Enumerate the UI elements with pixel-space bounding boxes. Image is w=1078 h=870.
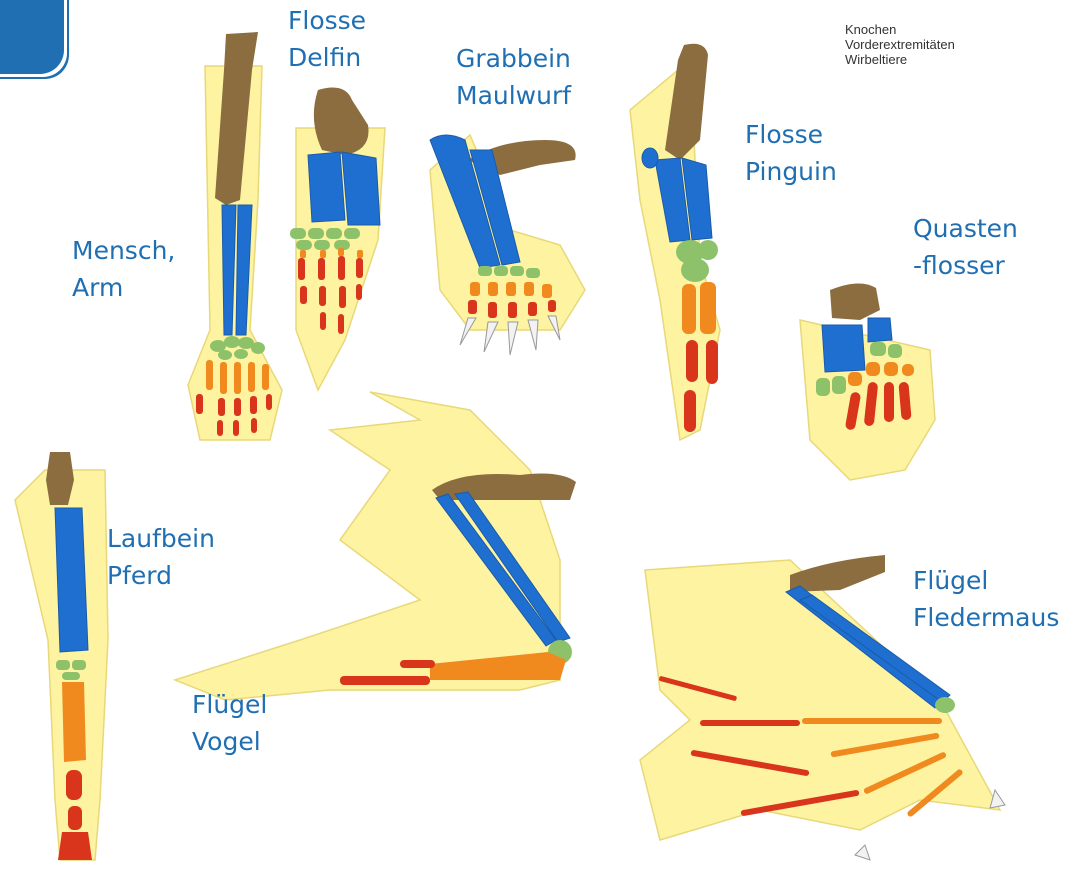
legend-line-3: Wirbeltiere [845,52,955,67]
label-maulwurf-line-1: Grabbein [456,40,571,77]
label-vogel-line-2: Vogel [192,723,267,760]
legend: Knochen Vorderextremitäten Wirbeltiere [845,22,955,67]
horse-leg [15,452,108,860]
label-delfin: Flosse Delfin [288,2,366,76]
legend-line-1: Knochen [845,22,955,37]
label-delfin-line-2: Delfin [288,39,366,76]
label-quastenflosser-line-2: -flosser [913,247,1018,284]
mole-forelimb [430,135,585,355]
label-mensch-line-1: Mensch, [72,232,175,269]
label-pinguin: Flosse Pinguin [745,116,837,190]
label-vogel-line-1: Flügel [192,686,267,723]
label-fledermaus-line-2: Fledermaus [913,599,1059,636]
label-pferd-line-1: Laufbein [107,520,215,557]
label-vogel: Flügel Vogel [192,686,267,760]
penguin-flipper [630,44,720,440]
label-fledermaus-line-1: Flügel [913,562,1059,599]
label-fledermaus: Flügel Fledermaus [913,562,1059,636]
label-mensch: Mensch, Arm [72,232,175,306]
label-pinguin-line-2: Pinguin [745,153,837,190]
label-pferd-line-2: Pferd [107,557,215,594]
coelacanth-fin [800,283,935,480]
label-maulwurf: Grabbein Maulwurf [456,40,571,114]
label-quastenflosser-line-1: Quasten [913,210,1018,247]
label-maulwurf-line-2: Maulwurf [456,77,571,114]
label-mensch-line-2: Arm [72,269,175,306]
label-delfin-line-1: Flosse [288,2,366,39]
legend-line-2: Vorderextremitäten [845,37,955,52]
human-arm [188,32,282,440]
label-quastenflosser: Quasten -flosser [913,210,1018,284]
dolphin-flipper [290,88,385,390]
label-pinguin-line-1: Flosse [745,116,837,153]
label-pferd: Laufbein Pferd [107,520,215,594]
